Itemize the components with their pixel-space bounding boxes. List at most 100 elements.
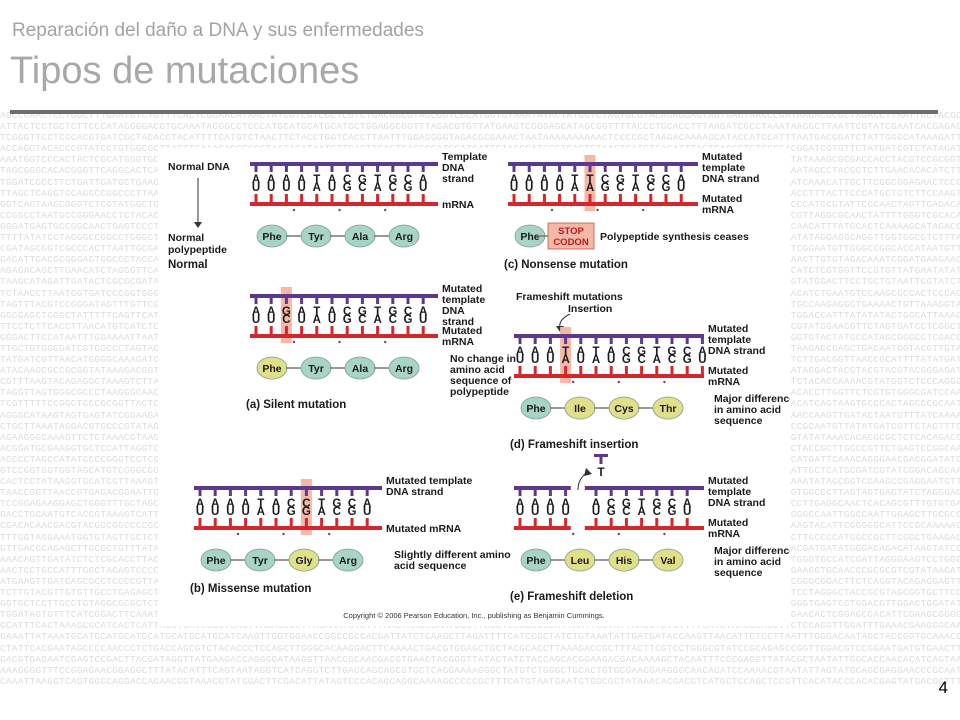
deletion-dna-base: G (652, 498, 661, 510)
slide-title: Tipos de mutaciones (10, 50, 360, 92)
insertion-mrna-base: U (546, 354, 554, 366)
normal-mrna-tick (360, 194, 364, 202)
nonsense-dna-tick (649, 164, 653, 172)
normal-mrna-base: C (358, 182, 366, 194)
nonsense-mrna-tick (542, 194, 546, 202)
silent-mrna-base: A (373, 314, 381, 326)
missense-codon-divider (236, 532, 240, 536)
normal-dna-tick (376, 164, 380, 172)
nonsense-dna-base: A (677, 174, 685, 186)
nonsense-dna-base: G (616, 174, 625, 186)
silent-amino-label: Tyr (308, 363, 324, 375)
deletion-removed-base: T (597, 467, 604, 479)
deletion-mrna-tick (685, 518, 689, 526)
insertion-dna-tick (640, 336, 644, 344)
silent-dna-base: G (388, 306, 397, 318)
deletion-dna-base: A (561, 498, 569, 510)
nonsense-mrna-base: U (540, 182, 548, 194)
deletion-amino-label: Val (660, 555, 675, 567)
insertion-dna-tick (655, 336, 659, 344)
insertion-mrna-label: mRNA (708, 376, 741, 388)
insertion-dna-base: A (546, 346, 554, 358)
missense-amino-acid (332, 548, 364, 572)
normal-mrna-tick (330, 194, 334, 202)
missense-dna-tick (365, 488, 369, 496)
silent-panel-title: (a) Silent mutation (246, 399, 346, 411)
missense-dna-label: DNA strand (386, 486, 443, 498)
silent-dna-base: T (374, 306, 381, 318)
deletion-dna-backbone (514, 486, 571, 490)
deletion-dna-tick (564, 488, 568, 496)
insertion-mrna-tick (609, 366, 613, 374)
deletion-removed-backbone (594, 454, 608, 457)
silent-dna-label: DNA (442, 305, 465, 317)
deletion-mrna-base: U (531, 506, 539, 518)
deletion-dna-label: Mutated (708, 475, 748, 487)
nonsense-mrna-base: C (647, 182, 655, 194)
insertion-mrna-tick (594, 366, 598, 374)
missense-mrna-tick (244, 518, 248, 526)
silent-dna-base: G (358, 306, 367, 318)
insertion-dna-tick (518, 336, 522, 344)
insertion-codon-divider (572, 380, 575, 384)
insertion-dna-tick (670, 336, 674, 344)
normal-polypeptide-label: polypeptide (168, 244, 227, 256)
silent-mrna-tick (300, 326, 304, 334)
insertion-header: Frameshift mutations (516, 291, 623, 303)
deletion-dna-label: DNA strand (708, 497, 765, 509)
deletion-amino-label: Leu (571, 555, 590, 567)
normal-panel-title: Normal (168, 259, 208, 271)
nonsense-note: Polypeptide synthesis ceases (600, 231, 749, 243)
insertion-dna-base: G (637, 346, 646, 358)
nonsense-codon-divider (642, 208, 645, 212)
silent-mrna-tick (376, 326, 380, 334)
deletion-dna-base: A (546, 498, 554, 510)
deletion-codon-divider (617, 532, 620, 536)
normal-codon-divider (292, 208, 296, 212)
insertion-codon-divider (617, 380, 620, 384)
silent-dna-base: A (267, 306, 275, 318)
insertion-dna-backbone (514, 334, 704, 338)
insertion-dna-tick (609, 336, 613, 344)
deletion-mrna-base: A (637, 506, 645, 518)
nonsense-mrna-label: Mutated (702, 193, 742, 205)
insertion-dna-tick (564, 336, 568, 344)
deletion-codon-divider (663, 532, 666, 536)
missense-mrna-base: A (257, 506, 265, 518)
normal-mrna-base: U (252, 182, 260, 194)
deletion-mrna-tick (518, 518, 522, 526)
insertion-dna-tick (548, 336, 552, 344)
insertion-mrna-tick (700, 366, 704, 374)
insertion-mrna-base: C (668, 354, 676, 366)
silent-amino-acid (388, 356, 420, 380)
normal-dna-tick (300, 164, 304, 172)
insertion-dna-base: C (683, 346, 691, 358)
normal-codon-divider (338, 208, 341, 212)
missense-mrna-tick (304, 518, 308, 526)
silent-dna-tick (345, 296, 349, 304)
silent-dna-base: T (313, 306, 320, 318)
normal-polypeptide-label: Normal (168, 232, 204, 244)
silent-dna-base: C (404, 306, 412, 318)
insertion-mrna-base: C (637, 354, 645, 366)
normal-mrna-base: G (404, 182, 413, 194)
deletion-mrna-tick (655, 518, 659, 526)
normal-dna-label: Template (442, 151, 487, 163)
silent-dna-tick (269, 296, 273, 304)
silent-mrna-base: C (389, 314, 397, 326)
deletion-mrna-base: U (546, 506, 554, 518)
normal-dna-tick (360, 164, 364, 172)
normal-dna-base: A (419, 174, 427, 186)
silent-mrna-backbone (250, 334, 438, 338)
deletion-panel-title: (e) Frameshift deletion (510, 591, 633, 603)
insertion-amino-label: Ile (574, 403, 586, 415)
insertion-mrna-tick (564, 366, 568, 374)
normal-mrna-base: C (389, 182, 397, 194)
normal-mrna-tick (315, 194, 319, 202)
normal-dna-base: T (313, 174, 320, 186)
nonsense-mrna-base: U (525, 182, 533, 194)
insertion-dna-base: A (531, 346, 539, 358)
normal-amino-label: Arg (395, 231, 413, 243)
missense-mrna-base: A (317, 506, 325, 518)
